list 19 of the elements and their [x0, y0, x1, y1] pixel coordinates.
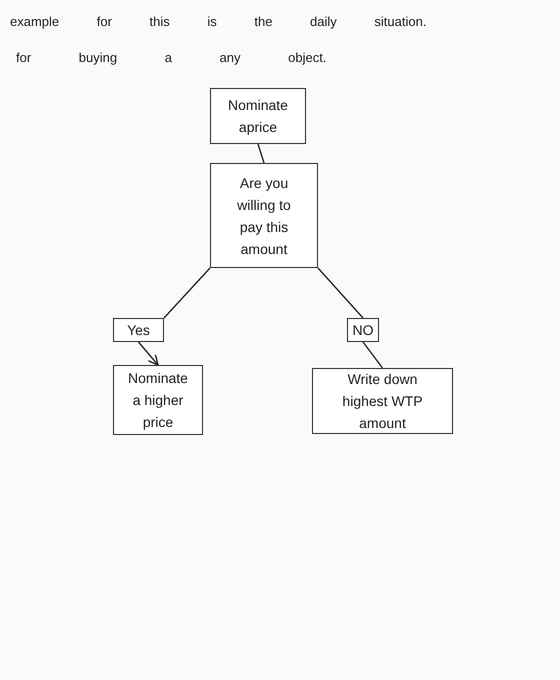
connector-line: [317, 268, 364, 318]
process-box: [312, 368, 453, 434]
process-box: [113, 318, 164, 342]
connector-line: [163, 268, 211, 318]
process-box: [113, 365, 203, 435]
handwritten-note: for buying a any object.: [16, 49, 326, 67]
arrow: [138, 342, 159, 366]
box-text: Nominate aprice: [227, 96, 289, 137]
connector-line: [257, 144, 265, 164]
process-box: [347, 318, 379, 342]
box-text: Write down highest WTP amount: [341, 370, 424, 433]
box-text: Are you willing to pay this amount: [236, 174, 292, 258]
box-text: NO: [352, 321, 374, 340]
box-text: Nominate a higher price: [127, 369, 189, 432]
connector-line: [362, 342, 384, 368]
process-box: [210, 163, 318, 268]
box-text: Yes: [127, 321, 150, 340]
process-box: [210, 88, 306, 144]
handwritten-note: example for this is the daily situation.: [10, 13, 426, 31]
